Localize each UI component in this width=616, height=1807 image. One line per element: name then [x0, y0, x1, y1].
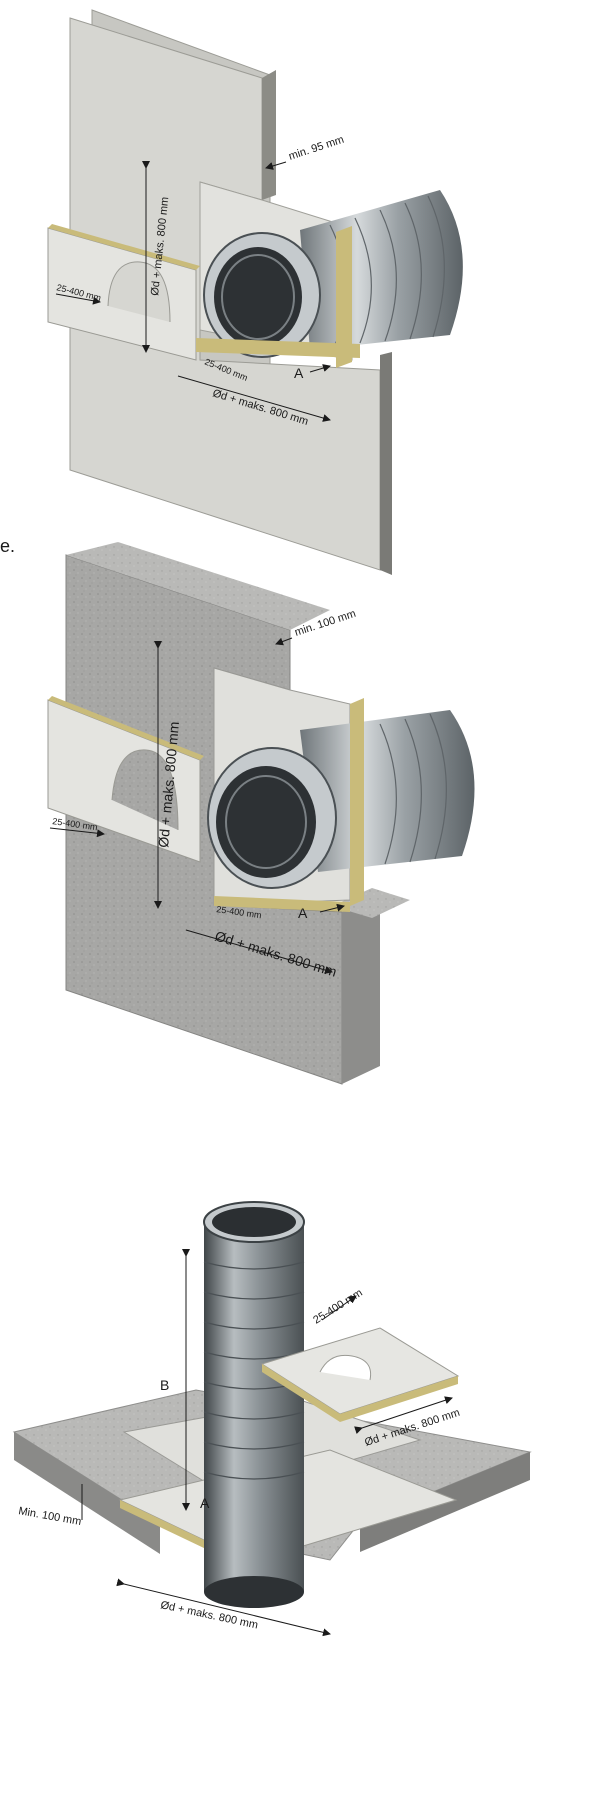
fire-board-left-cutout [107, 261, 171, 323]
figure1-a-label: A [294, 365, 304, 381]
fire-board-right-insulation-2 [350, 698, 364, 906]
figure1-min-thickness-label: min. 95 mm [287, 134, 345, 163]
vertical-duct-body [204, 1222, 304, 1592]
wall-board-edge [380, 352, 392, 575]
raised-fire-board-insulation [262, 1364, 340, 1422]
figure3-a-label: A [200, 1495, 210, 1511]
fire-board-bottom [196, 338, 360, 358]
duct-mouth-inner-2 [216, 766, 316, 878]
duct-ribs-2 [379, 713, 447, 865]
floor-slab-front-edge [14, 1432, 160, 1554]
figure2-a-label: A [298, 905, 308, 921]
concrete-wall-right-block [342, 894, 380, 1084]
figure3-min-thickness-label: Min. 100 mm [17, 1505, 82, 1528]
figure-floor-penetration: B A Min. 100 mm 25-400 mm Ød + maks. 800… [12, 1201, 532, 1637]
raised-fire-board-cutout [319, 1354, 372, 1381]
figure3-b-label: B [160, 1377, 169, 1393]
fire-board-bottom-insulation-2 [214, 896, 350, 912]
duct-mouth-inner [214, 247, 302, 347]
concrete-wall-right-top [332, 888, 410, 918]
fire-board-left-2-insulation [48, 696, 204, 760]
vertical-duct-bottom [204, 1576, 304, 1608]
wall-board-edge-top [262, 70, 276, 200]
concrete-wall-top [66, 542, 330, 630]
vertical-duct-top-inner [212, 1207, 296, 1237]
fire-board-left-insulation [48, 224, 200, 270]
duct-body-2 [300, 710, 475, 872]
fire-board-right-insulation [336, 226, 352, 368]
stray-text-fragment: e. [0, 536, 15, 556]
duct-mouth-ring [221, 254, 295, 340]
figure-drywall-penetration: min. 95 mm Ød + maks. 800 mm 25-400 mm 2… [47, 9, 463, 575]
figure-concrete-wall-penetration: min. 100 mm Ød + maks. 800 mm 25-400 mm … [47, 542, 475, 1085]
duct-mouth-ring-2 [225, 775, 307, 869]
figure3-top-range-label: 25-400 mm [311, 1287, 365, 1327]
